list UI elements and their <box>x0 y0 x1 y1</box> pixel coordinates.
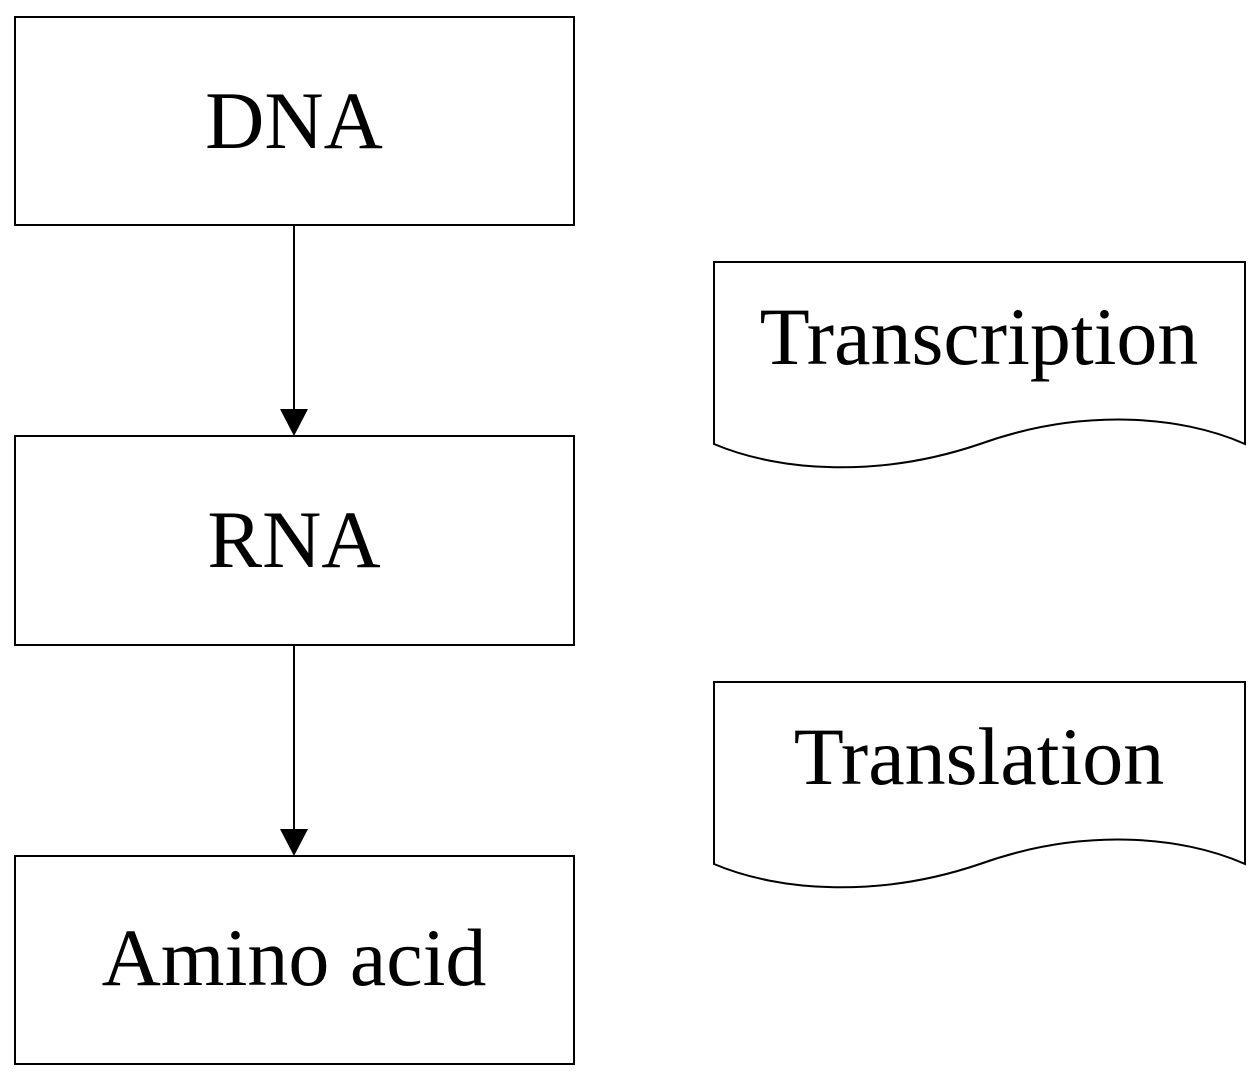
arrow-dna-to-rna-head <box>280 409 308 436</box>
transcription-note: Transcription <box>713 261 1246 469</box>
translation-document-shape <box>713 681 1246 889</box>
arrow-dna-to-rna <box>280 225 308 436</box>
rna-label: RNA <box>207 494 380 585</box>
amino-acid-box <box>14 855 575 1065</box>
amino-acid-node: Amino acid <box>14 855 575 1065</box>
amino-acid-label: Amino acid <box>102 912 487 1003</box>
translation-note: Translation <box>713 681 1246 889</box>
rna-box <box>14 435 575 646</box>
dna-box <box>14 16 575 226</box>
arrow-rna-to-amino-acid <box>280 645 308 856</box>
translation-label: Translation <box>794 711 1165 802</box>
transcription-document-shape <box>713 261 1246 469</box>
dna-node: DNA <box>14 16 575 226</box>
rna-node: RNA <box>14 435 575 646</box>
transcription-label: Transcription <box>760 291 1199 382</box>
dna-label: DNA <box>205 75 383 166</box>
arrow-rna-to-amino-acid-head <box>280 829 308 856</box>
